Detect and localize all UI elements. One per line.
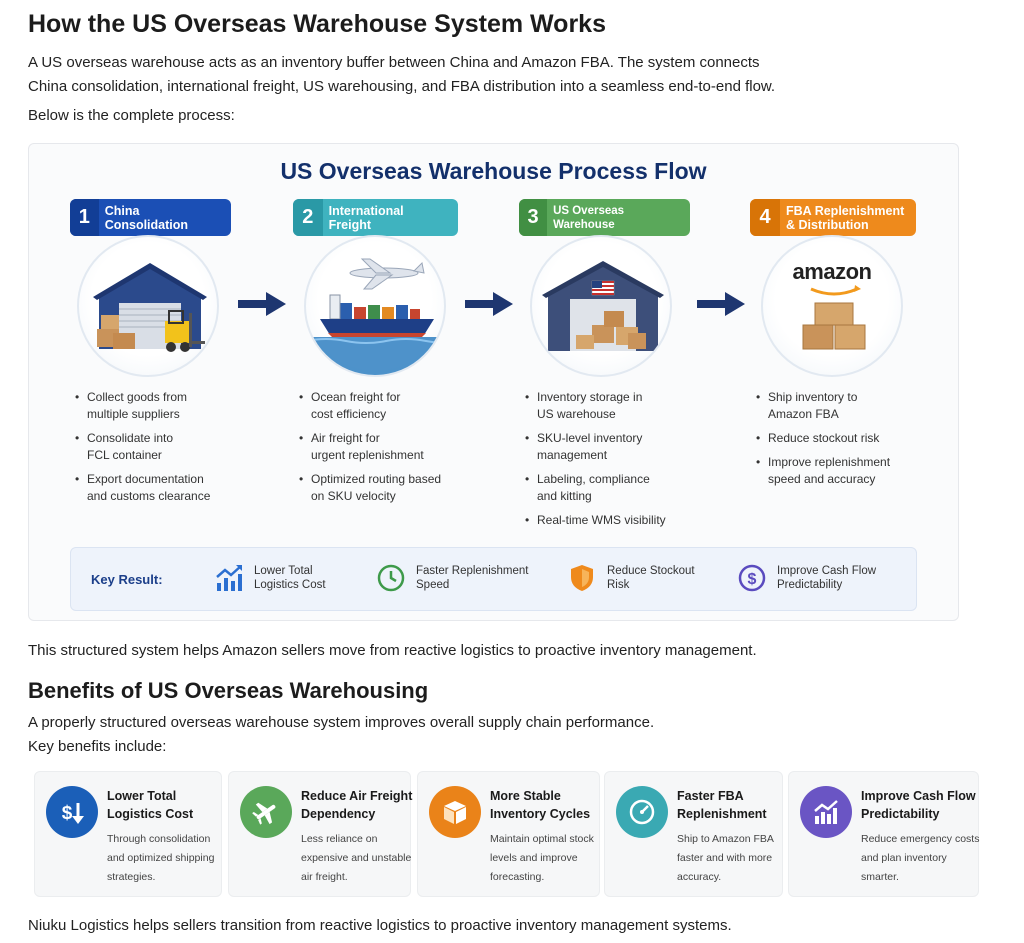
benefit-title: Faster FBA Replenishment [677,789,767,821]
step-4-bullets: Ship inventory to Amazon FBA Reduce stoc… [756,389,946,495]
benefit-desc: Maintain optimal stock levels and improv… [490,833,594,883]
benefit-desc: Ship to Amazon FBA faster and with more … [677,833,774,883]
bullet: Inventory storage in US warehouse [525,389,715,423]
step-1-number: 1 [70,199,99,236]
step-3-number: 3 [519,199,548,236]
key-result-text: Faster Replenishment Speed [416,565,529,591]
arrow-right-icon [465,292,513,316]
key-result-text: Improve Cash Flow Predictability [777,565,877,591]
key-result-text: Lower Total Logistics Cost [254,565,326,591]
bullet: SKU-level inventory management [525,430,715,464]
us-warehouse-illustration [530,235,672,377]
key-result-item: Faster Replenishment Speed [376,563,529,593]
benefit-card-inventory: More Stable Inventory Cycles Maintain op… [417,771,600,897]
bullet: Reduce stockout risk [756,430,946,447]
benefit-card-fba: Faster FBA Replenishment Ship to Amazon … [604,771,783,897]
bullet: Collect goods from multiple suppliers [75,389,255,423]
benefit-desc: Reduce emergency costs and plan inventor… [861,833,980,883]
step-2-badge: 2 International Freight [293,199,458,236]
step-2-bullets: Ocean freight for cost efficiency Air fr… [299,389,489,512]
benefit-desc: Through consolidation and optimized ship… [107,833,215,883]
step-3-bullets: Inventory storage in US warehouse SKU-le… [525,389,715,536]
benefit-title: Improve Cash Flow Predictability [861,789,976,821]
bullet: Improve replenishment speed and accuracy [756,454,946,488]
step-4-label: FBA Replenishment & Distribution [786,203,905,232]
svg-text:$: $ [62,803,73,824]
intro-line-2: China consolidation, international freig… [28,78,776,95]
page-title: How the US Overseas Warehouse System Wor… [28,10,606,38]
bullet: Real-time WMS visibility [525,512,715,529]
growth-chart-icon [800,786,852,838]
step-3-badge: 3 US Overseas Warehouse [519,199,690,236]
benefit-desc: Less reliance on expensive and unstable … [301,833,412,883]
summary-text: This structured system helps Amazon sell… [28,642,757,659]
key-result-title: Key Result: [91,572,163,587]
intro-line-3: Below is the complete process: [28,107,235,124]
benefit-card-air-freight: Reduce Air Freight Dependency Less relia… [228,771,412,897]
step-1-bullets: Collect goods from multiple suppliers Co… [75,389,255,512]
arrow-right-icon [238,292,286,316]
svg-text:$: $ [748,571,757,588]
bullet: Ship inventory to Amazon FBA [756,389,946,423]
intro-line-1: A US overseas warehouse acts as an inven… [28,54,760,71]
chart-up-icon [216,565,242,591]
arrow-right-icon [697,292,745,316]
clock-icon [377,564,405,592]
amazon-logo: amazon [792,259,872,284]
benefit-title: More Stable Inventory Cycles [490,789,591,821]
benefit-title: Lower Total Logistics Cost [107,789,194,821]
key-result-item: $ Improve Cash Flow Predictability [737,563,876,593]
amazon-fba-illustration: amazon [761,235,903,377]
shield-icon [571,565,593,591]
bullet: Ocean freight for cost efficiency [299,389,489,423]
bullet: Consolidate into FCL container [75,430,255,464]
step-4-badge: 4 FBA Replenishment & Distribution [750,199,916,236]
benefit-card-cash-flow: Improve Cash Flow Predictability Reduce … [788,771,979,897]
dollar-icon: $ [738,564,766,592]
key-result-item: Reduce Stockout Risk [567,563,695,593]
benefit-title: Reduce Air Freight Dependency [301,789,413,821]
step-3-label: US Overseas Warehouse [553,204,625,231]
step-2-label: International Freight [328,203,404,232]
box-icon [429,786,481,838]
bullet: Optimized routing based on SKU velocity [299,471,489,505]
bullet: Air freight for urgent replenishment [299,430,489,464]
step-1-badge: 1 China Consolidation [70,199,231,236]
process-flow-infographic: US Overseas Warehouse Process Flow 1 Chi… [28,143,959,621]
plane-icon [240,786,292,838]
benefit-card-lower-cost: $ Lower Total Logistics Cost Through con… [34,771,222,897]
infographic-title: US Overseas Warehouse Process Flow [280,158,707,184]
key-result-item: Lower Total Logistics Cost [214,563,326,593]
step-4-number: 4 [750,199,780,236]
warehouse-forklift-illustration [77,235,219,377]
dollar-down-icon: $ [46,786,98,838]
bullet: Labeling, compliance and kitting [525,471,715,505]
closing-text: Niuku Logistics helps sellers transition… [28,917,732,934]
benefits-heading: Benefits of US Overseas Warehousing [28,678,429,703]
benefits-intro-1: A properly structured overseas warehouse… [28,714,655,731]
step-1-label: China Consolidation [104,203,189,232]
key-result-text: Reduce Stockout Risk [607,565,695,591]
speedometer-icon [616,786,668,838]
step-2-number: 2 [293,199,323,236]
bullet: Export documentation and customs clearan… [75,471,255,505]
benefits-intro-2: Key benefits include: [28,738,167,755]
ship-plane-illustration [304,235,446,377]
key-result-bar: Key Result: Lower Total Logistics Cost F… [70,547,917,611]
